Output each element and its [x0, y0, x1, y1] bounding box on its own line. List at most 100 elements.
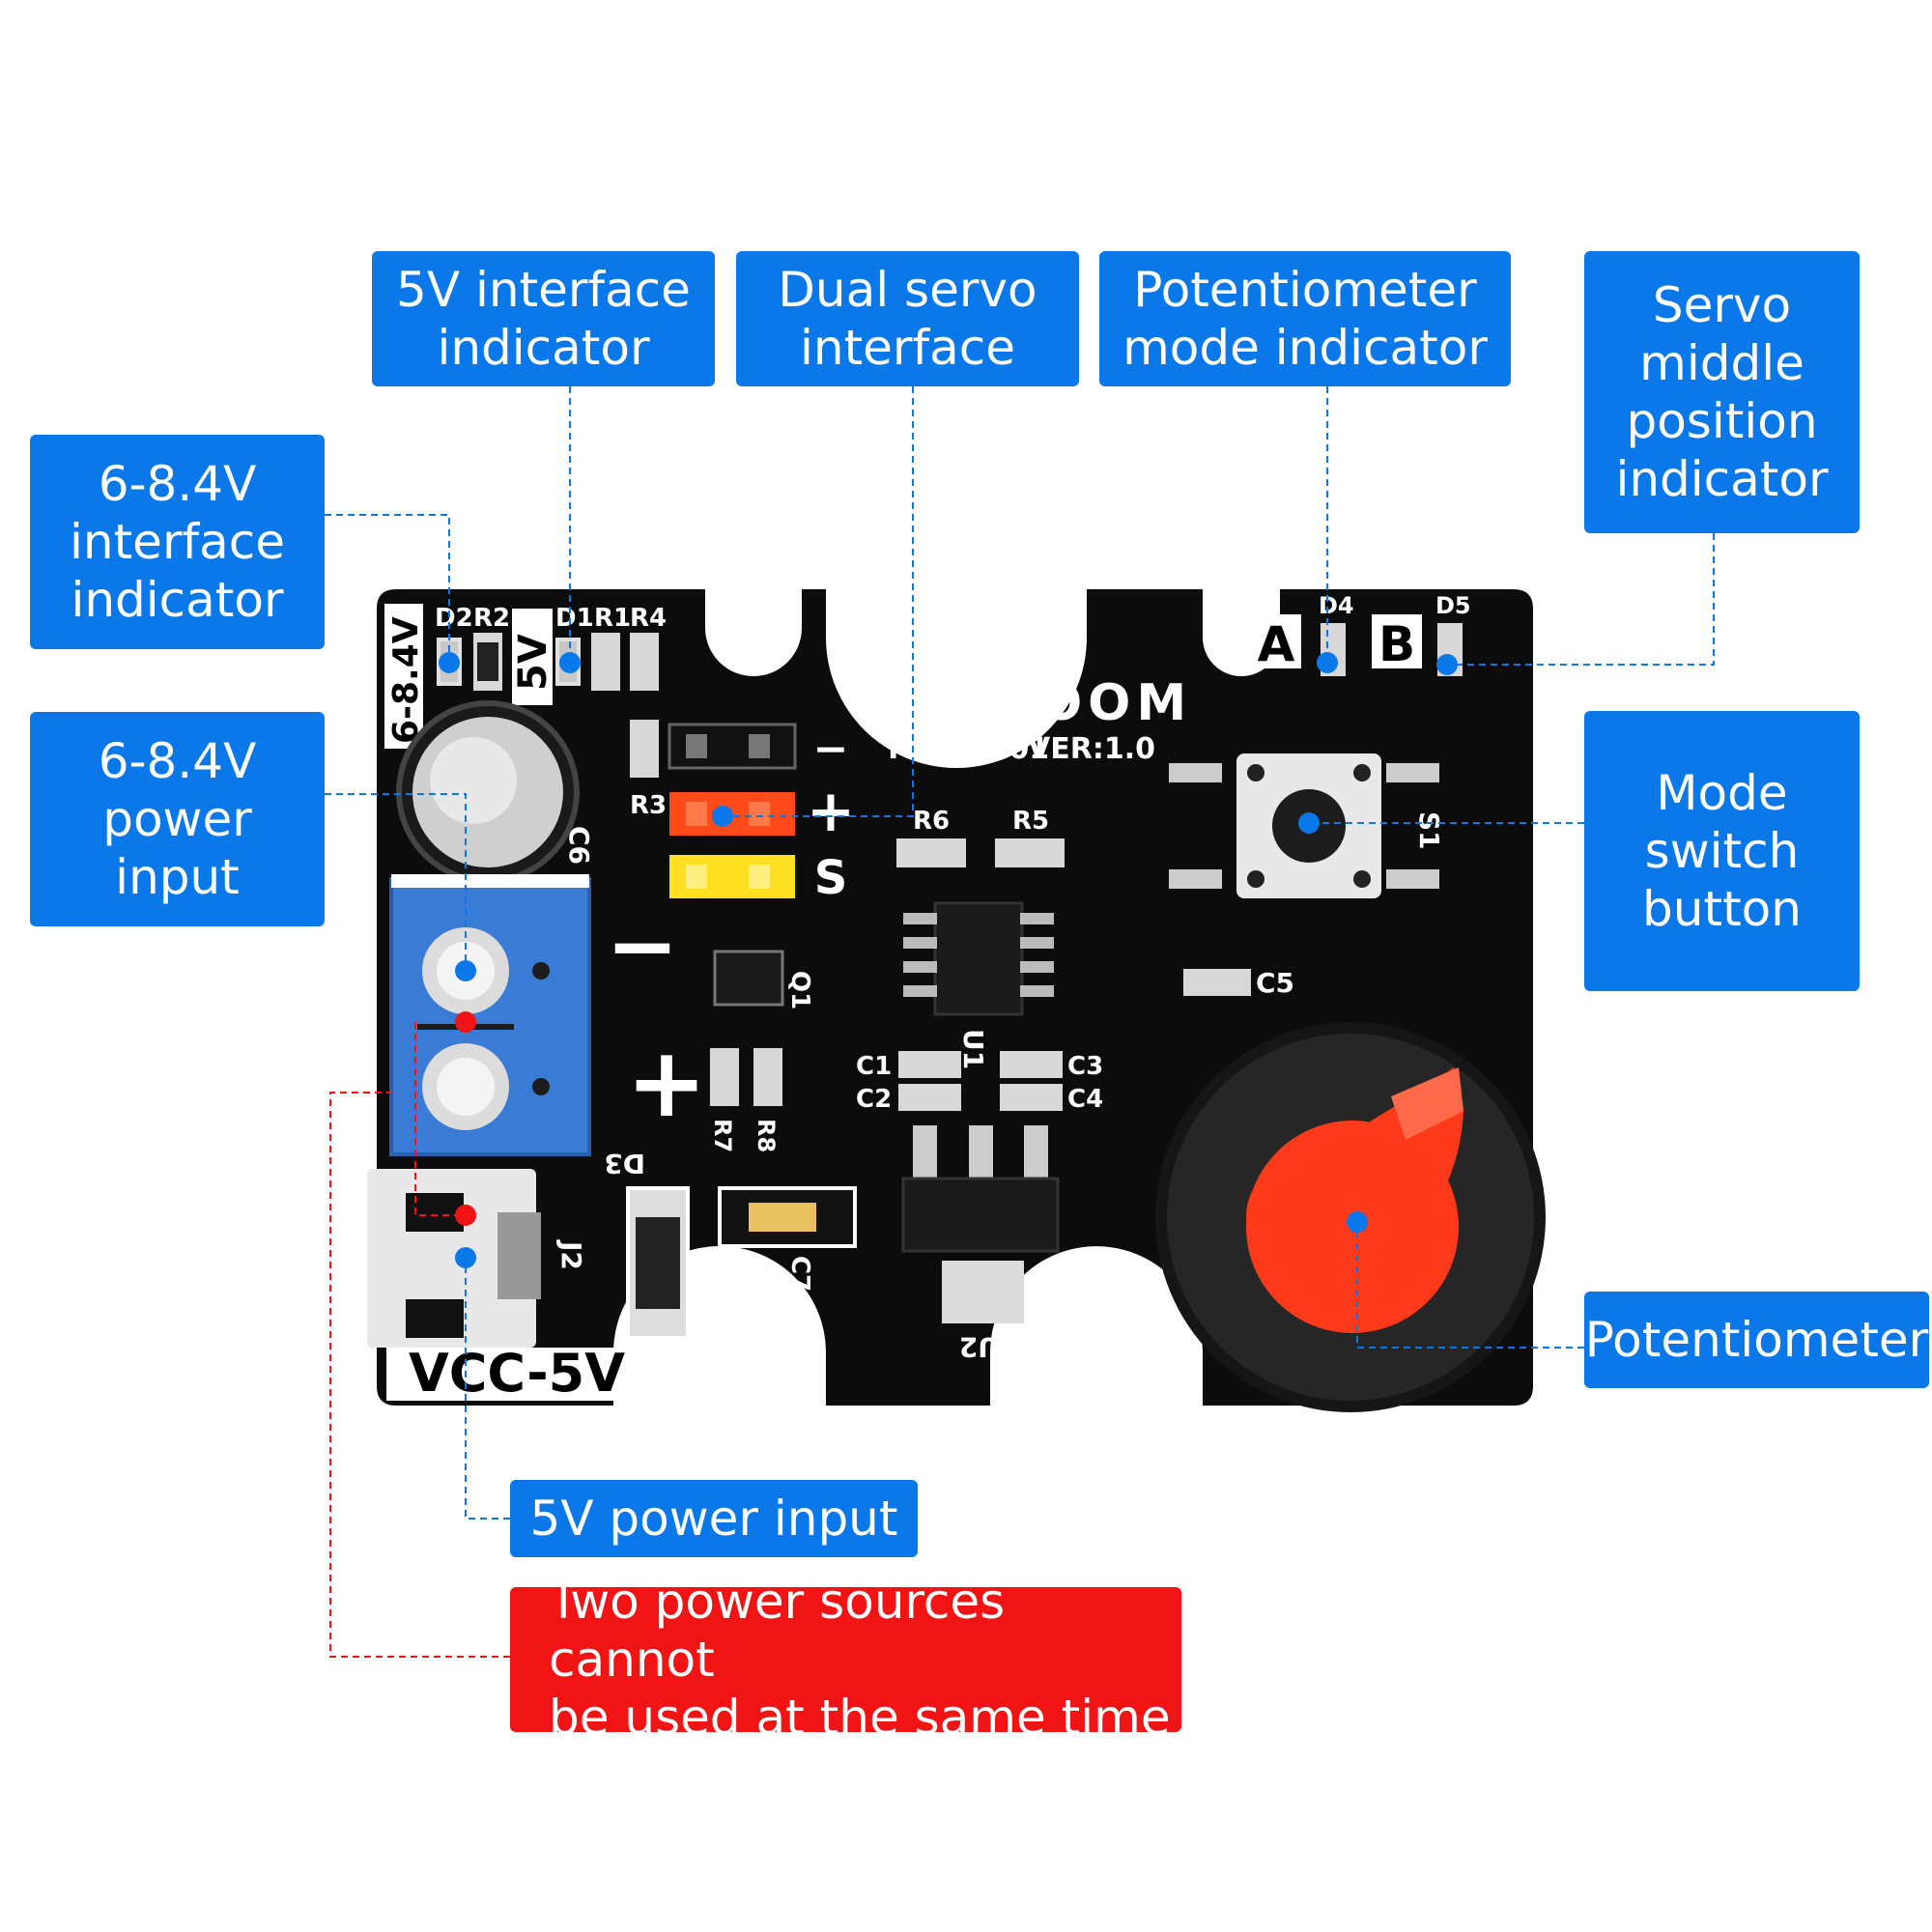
capacitor-c5 [1183, 969, 1251, 996]
callout-mode-switch-button: Mode switch button [1584, 711, 1860, 991]
vcc-5v-label-box [386, 1348, 647, 1401]
pcb-board [377, 589, 1533, 1406]
label-b: B [1378, 616, 1415, 672]
board-version-text: VER:1.0 [1028, 732, 1155, 766]
ref-r6: R6 [913, 807, 950, 836]
resistor-r4 [630, 633, 659, 691]
callout-warning: Two power sources cannot be used at the … [510, 1574, 1181, 1746]
ref-c2: C2 [856, 1085, 892, 1114]
label-5v-box: 5V [511, 609, 555, 705]
callout-text: Potentiometer [1584, 1312, 1929, 1368]
callout-text: Servo middle position indicator [1615, 277, 1829, 507]
resistor-r8 [753, 1048, 782, 1106]
led-d1 [555, 638, 581, 686]
callout-dual-servo-interface: Dual servo interface [736, 251, 1079, 386]
terminal-plus-label: + [626, 1026, 707, 1139]
resistor-r7 [710, 1048, 739, 1106]
capacitor-c4 [1000, 1084, 1063, 1111]
resistor-r3 [630, 720, 659, 778]
ref-r7: R7 [709, 1119, 736, 1152]
ref-u2: U2 [959, 1331, 1000, 1363]
ref-c3: C3 [1067, 1052, 1103, 1081]
ref-d2: D2 [435, 604, 473, 633]
regulator-u2 [901, 1125, 1060, 1323]
dot-d1 [559, 652, 581, 673]
label-b-box [1372, 614, 1422, 668]
capacitor-c2 [898, 1084, 961, 1111]
leader-5v-power [465, 1258, 510, 1520]
dot-switch [1298, 812, 1320, 834]
tactile-switch-s1 [1169, 753, 1439, 898]
screw-terminal [389, 874, 591, 1156]
dot-terminal [455, 960, 476, 981]
dot-usb-red [455, 1205, 476, 1226]
callout-6-84v-power-input: 6-8.4V power input [30, 712, 325, 926]
terminal-minus-label: − [606, 895, 678, 997]
dot-d2 [439, 652, 460, 673]
dot-terminal-red [455, 1011, 476, 1033]
servo-header [668, 723, 797, 898]
capacitor-c1 [898, 1051, 961, 1078]
label-6-84v: 6-8.4V [386, 616, 426, 744]
ref-d3: D3 [604, 1148, 645, 1179]
ref-c4: C4 [1067, 1085, 1103, 1114]
callout-text: 5V interface indicator [396, 262, 691, 376]
marker-dots [439, 652, 1458, 1268]
led-d2 [437, 638, 462, 686]
ic-u1 [903, 901, 1054, 1016]
callout-servo-middle-position-indicator: Servo middle position indicator [1584, 251, 1860, 533]
warning-text: Two power sources cannot be used at the … [549, 1574, 1171, 1746]
pin-s-label: S [814, 851, 848, 905]
ref-d1: D1 [555, 604, 594, 633]
callout-5v-power-input: 5V power input [510, 1480, 918, 1557]
callout-text: 6-8.4V power input [98, 733, 257, 905]
micro-usb-connector [367, 1169, 541, 1348]
led-d4 [1321, 623, 1346, 676]
ref-d5: D5 [1435, 592, 1471, 619]
callout-potentiometer-mode-indicator: Potentiometer mode indicator [1099, 251, 1511, 386]
ref-r3: R3 [630, 791, 667, 820]
callout-5v-interface-indicator: 5V interface indicator [372, 251, 715, 386]
leader-servo-middle [1447, 533, 1715, 666]
board-model-text: YB-MFV01 [882, 732, 1049, 766]
callout-text: 6-8.4V interface indicator [70, 456, 285, 628]
callout-6-84v-interface-indicator: 6-8.4V interface indicator [30, 435, 325, 649]
ref-j2: J2 [555, 1239, 587, 1270]
callout-text: 5V power input [529, 1491, 898, 1547]
callout-potentiometer: Potentiometer [1584, 1292, 1929, 1388]
capacitor-c7-body [749, 1203, 816, 1232]
label-6-84v-box: 6-8.4V [384, 604, 426, 749]
resistor-r5 [995, 838, 1065, 867]
potentiometer-knob [1155, 1022, 1546, 1412]
callout-text: Dual servo interface [778, 262, 1037, 376]
brand-logo-text: YAHBOOM [865, 674, 1192, 732]
transistor-q1 [713, 950, 784, 1007]
pin-plus-label: + [807, 778, 855, 845]
leader-6-84v-interface [325, 514, 450, 663]
ref-c1: C1 [856, 1052, 892, 1081]
dot-d4 [1317, 652, 1338, 673]
ref-q1: Q1 [785, 971, 814, 1009]
ref-r2: R2 [473, 604, 510, 633]
label-a: A [1258, 616, 1295, 672]
resistor-r2 [473, 633, 502, 691]
label-a-box [1251, 614, 1301, 668]
ref-r5: R5 [1012, 807, 1049, 836]
label-vcc-5v: VCC-5V [409, 1343, 625, 1404]
ref-c5: C5 [1256, 967, 1294, 999]
capacitor-c7 [718, 1186, 857, 1248]
callout-text: Mode switch button [1642, 765, 1802, 937]
capacitor-c6 [396, 700, 580, 884]
callout-text: Potentiometer mode indicator [1122, 262, 1488, 376]
leader-potentiometer [1356, 1222, 1584, 1349]
ref-c7: C7 [785, 1256, 814, 1292]
leader-warning-2 [414, 1022, 466, 1216]
leader-dual-servo [723, 386, 914, 817]
leader-lines [325, 386, 1715, 1658]
resistor-r6 [896, 838, 966, 867]
diode-d3 [626, 1186, 690, 1340]
leader-6-84v-power [325, 793, 467, 971]
ref-r8: R8 [753, 1119, 780, 1152]
ref-r1: R1 [594, 604, 631, 633]
